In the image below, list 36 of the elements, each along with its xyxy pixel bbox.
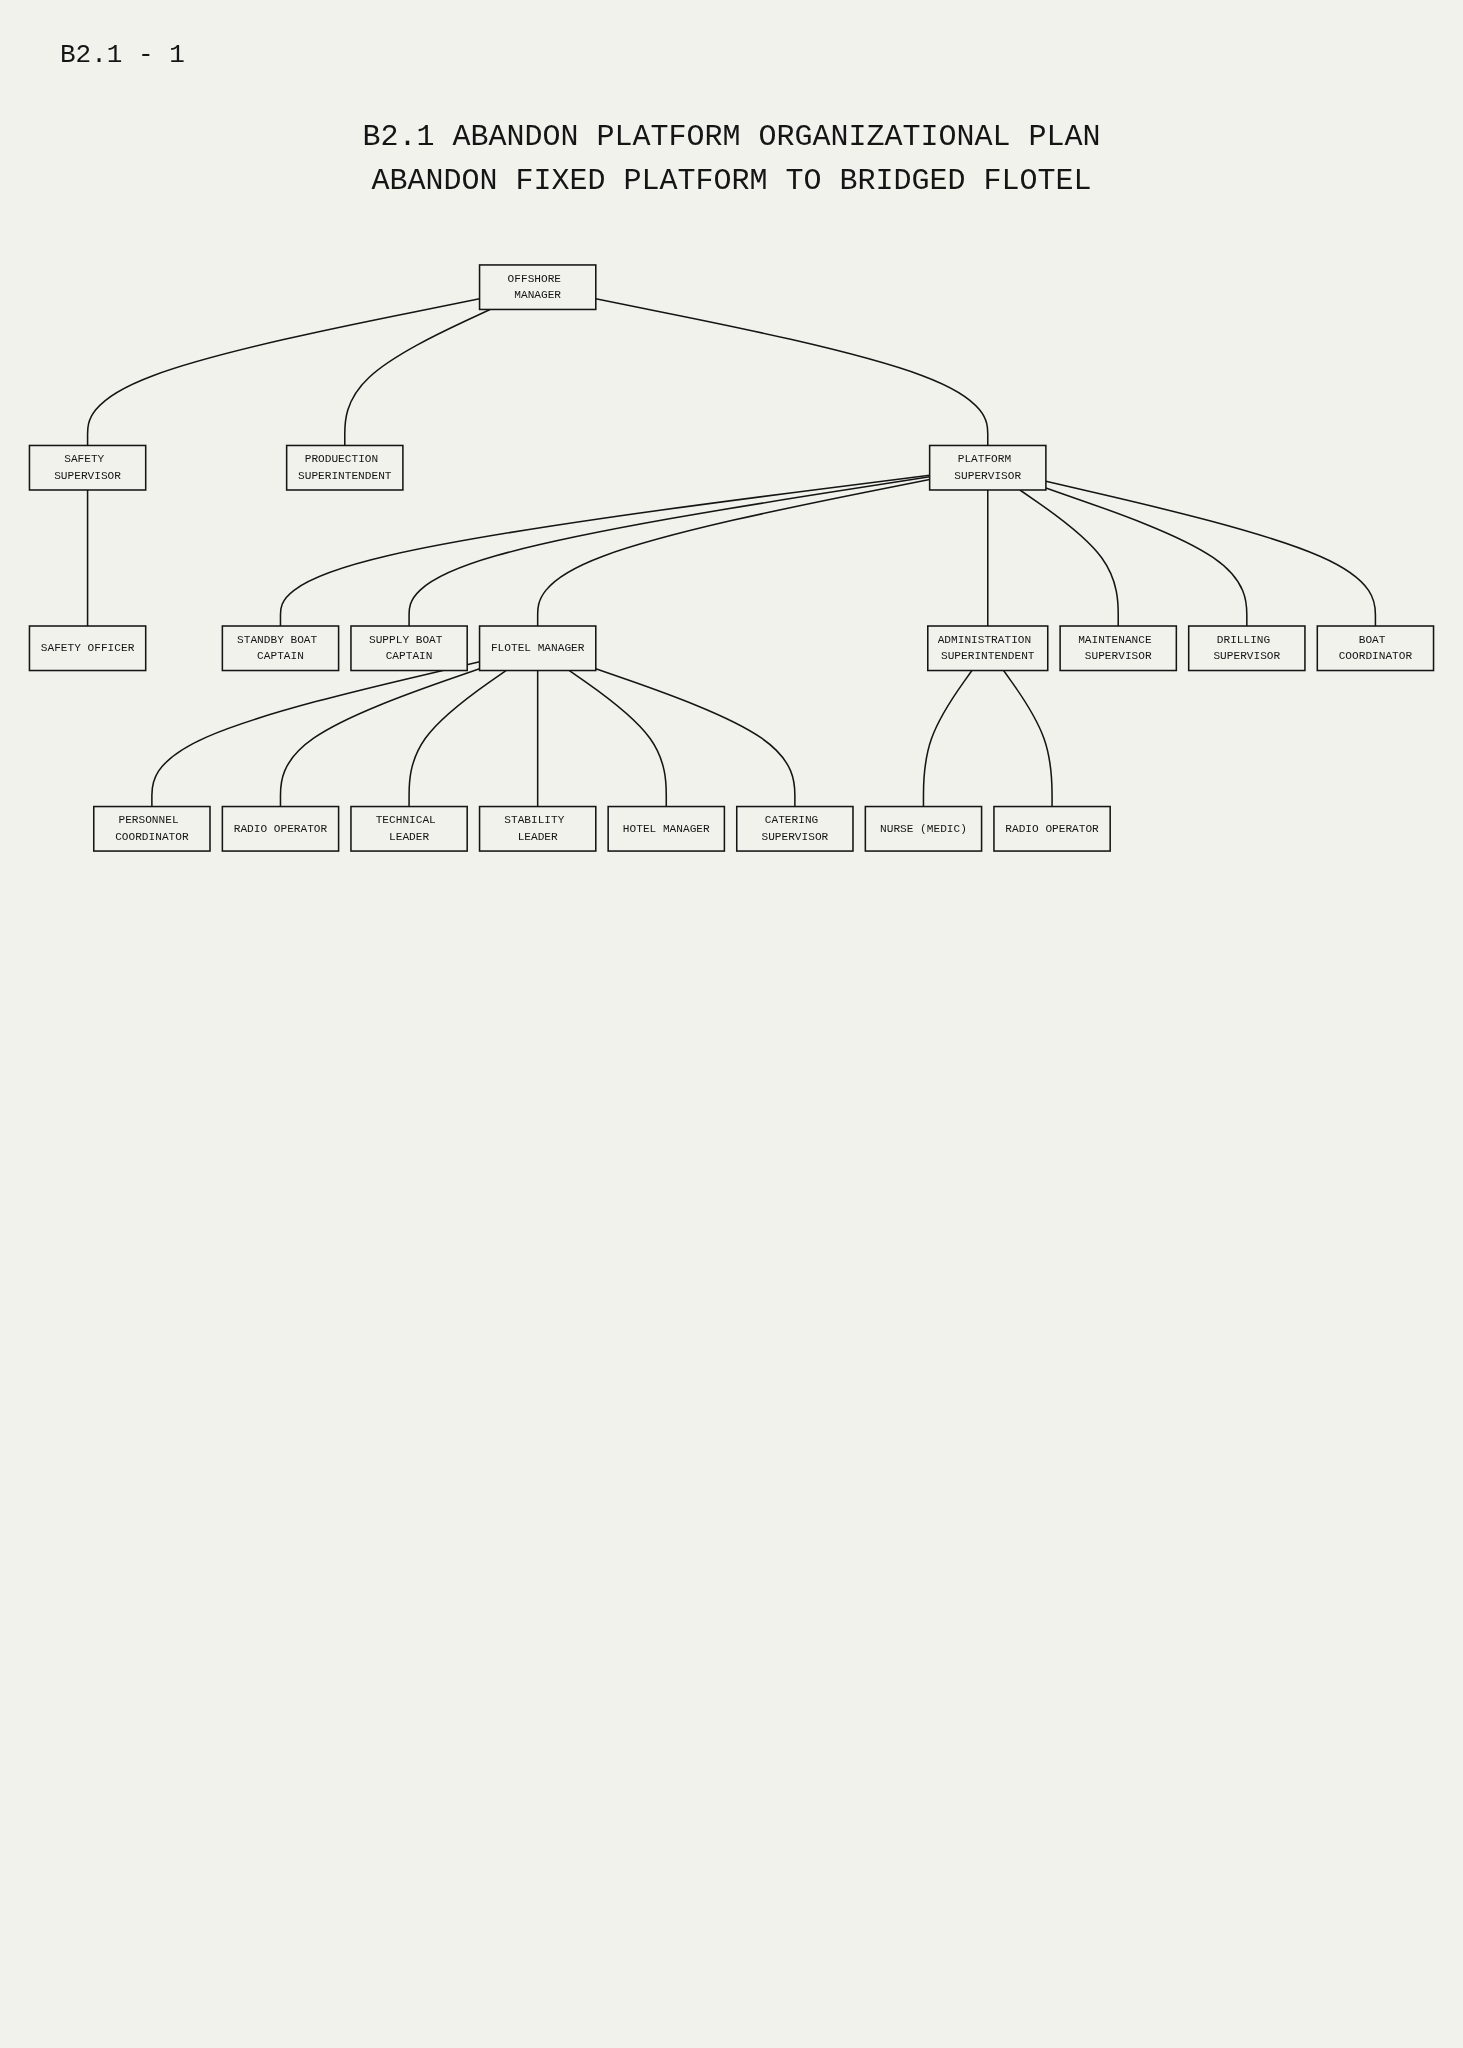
connector	[1019, 489, 1119, 627]
node-box: SAFETY OFFICER	[28, 625, 147, 672]
connector	[987, 489, 989, 627]
page-number: B2.1 - 1	[60, 40, 185, 70]
node-box: BOAT COORDINATOR	[1316, 625, 1435, 672]
connector	[536, 669, 539, 808]
node-box: MAINTENANCE SUPERVISOR	[1059, 625, 1178, 672]
node-box: STANDBY BOAT CAPTAIN	[221, 625, 340, 672]
connector	[1045, 480, 1377, 627]
node-box: DRILLING SUPERVISOR	[1187, 625, 1306, 672]
connector	[344, 308, 491, 447]
connector	[595, 298, 989, 447]
title: B2.1 ABANDON PLATFORM ORGANIZATIONAL PLAN	[362, 120, 1101, 154]
node-box: PRODUECTION SUPERINTENDENT	[285, 444, 404, 491]
node-box: NURSE (MEDIC)	[864, 805, 983, 852]
node-box: FLOTEL MANAGER	[478, 625, 597, 672]
node-box: RADIO OPERATOR	[221, 805, 340, 852]
connector	[922, 669, 973, 808]
node-box: ADMINISTRATION SUPERINTENDENT	[927, 625, 1049, 672]
node-box: STABILITY LEADER	[478, 805, 597, 852]
node-box: SAFETY SUPERVISOR	[28, 444, 147, 491]
node-box: RADIO OPERATOR	[993, 805, 1111, 852]
node-box: OFFSHORE MANAGER	[478, 264, 597, 311]
node-box: PLATFORM SUPERVISOR	[928, 444, 1047, 491]
connector	[1045, 487, 1248, 627]
connector	[86, 489, 89, 627]
node-box: PERSONNEL COORDINATOR	[93, 805, 211, 852]
connector	[1002, 669, 1053, 808]
connector	[568, 669, 668, 808]
node-box: SUPPLY BOAT CAPTAIN	[350, 625, 468, 672]
connector	[408, 669, 507, 808]
node-box: HOTEL MANAGER	[607, 805, 726, 852]
connector	[595, 667, 796, 808]
node-box: TECHNICAL LEADER	[350, 805, 468, 852]
node-box: CATERING SUPERVISOR	[735, 805, 854, 852]
subtitle: ABANDON FIXED PLATFORM TO BRIDGED FLOTEL	[371, 164, 1092, 198]
